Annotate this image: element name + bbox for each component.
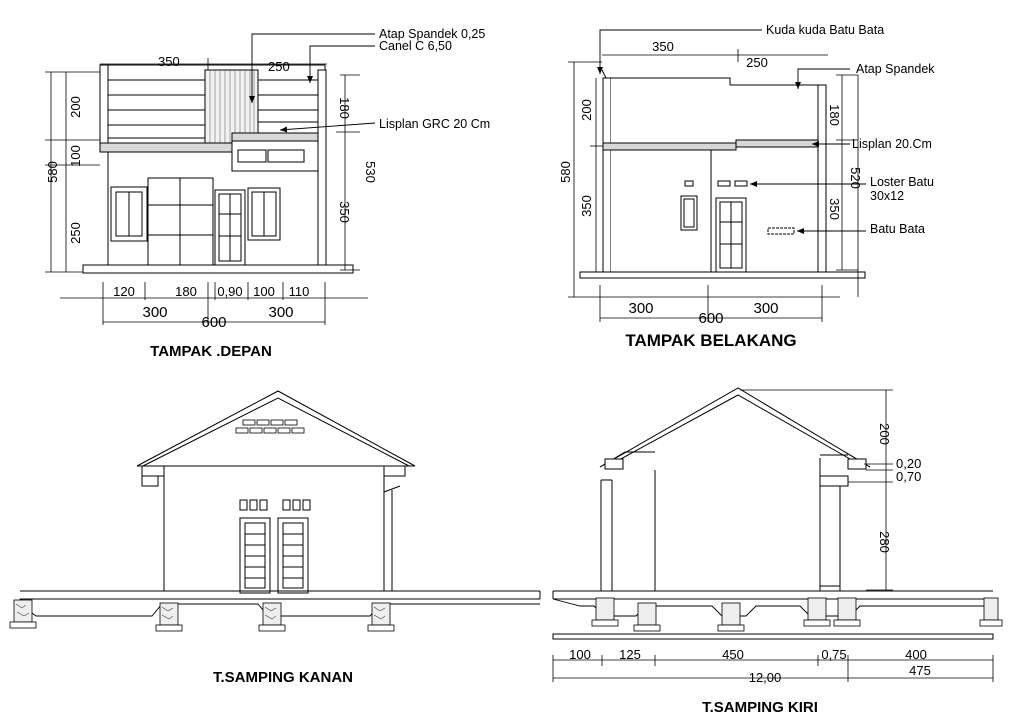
left-side-total-length: 12,00 (749, 670, 782, 685)
front-bottom-dim: 180 (175, 284, 197, 299)
left-side-elevation (552, 387, 1003, 682)
front-total-width: 600 (201, 314, 226, 331)
rear-left-dim: 350 (579, 195, 594, 217)
left-side-bottom-dim: 100 (569, 647, 591, 662)
left-side-subtotal: 475 (909, 663, 931, 678)
front-right-dim: 180 (337, 97, 352, 119)
rear-note-loster-size: 30x12 (870, 189, 904, 203)
rear-note-brick: Batu Bata (870, 222, 925, 236)
right-side-elevation (9, 390, 541, 632)
front-half-dim: 300 (268, 304, 293, 321)
left-side-bottom-dim: 400 (905, 647, 927, 662)
front-top-dim: 250 (268, 59, 290, 74)
rear-note-truss: Kuda kuda Batu Bata (766, 23, 884, 37)
rear-note-loster: Loster Batu (870, 175, 934, 189)
left-side-bottom-dim: 125 (619, 647, 641, 662)
rear-note-roof: Atap Spandek (856, 62, 935, 76)
left-side-right-dim: 0,20 (896, 456, 921, 471)
left-side-view-title: T.SAMPING KIRI (702, 699, 818, 716)
rear-elevation (568, 29, 866, 322)
front-view-title: TAMPAK .DEPAN (150, 343, 272, 360)
front-total-height: 580 (45, 161, 60, 183)
left-side-bottom-dim: 450 (722, 647, 744, 662)
rear-right-total: 520 (848, 167, 863, 189)
front-half-dim: 300 (142, 304, 167, 321)
left-side-bottom-dim: 0,75 (821, 647, 846, 662)
rear-left-dim: 200 (579, 99, 594, 121)
left-side-right-dim: 200 (877, 423, 892, 445)
front-bottom-dim: 120 (113, 284, 135, 299)
front-bottom-dim: 110 (289, 284, 310, 299)
rear-total-width: 600 (698, 310, 723, 327)
rear-note-lisplang: Lisplan 20.Cm (852, 137, 932, 151)
front-elevation (45, 33, 376, 325)
front-top-dim: 350 (158, 54, 180, 69)
left-side-right-dim: 280 (877, 531, 892, 553)
front-right-dim: 350 (337, 201, 352, 223)
rear-top-dim: 350 (652, 39, 674, 54)
front-bottom-dim: 0,90 (217, 284, 242, 299)
rear-half-dim: 300 (753, 300, 778, 317)
front-bottom-dim: 100 (253, 284, 275, 299)
front-left-dim: 100 (68, 145, 83, 167)
front-right-total: 530 (363, 161, 378, 183)
rear-total-height: 580 (558, 161, 573, 183)
rear-half-dim: 300 (628, 300, 653, 317)
front-left-dim: 250 (68, 222, 83, 244)
rear-view-title: TAMPAK BELAKANG (625, 331, 796, 350)
front-left-dim: 200 (68, 96, 83, 118)
rear-right-dim: 180 (827, 104, 842, 126)
right-side-view-title: T.SAMPING KANAN (213, 669, 353, 686)
front-note-lisplang: Lisplan GRC 20 Cm (379, 117, 490, 131)
left-side-right-dim: 0,70 (896, 469, 921, 484)
rear-top-dim: 250 (746, 55, 768, 70)
front-note-roof: Atap Spandek 0,25 (379, 27, 485, 41)
rear-right-dim: 350 (827, 198, 842, 220)
front-note-channel: Canel C 6,50 (379, 39, 452, 53)
